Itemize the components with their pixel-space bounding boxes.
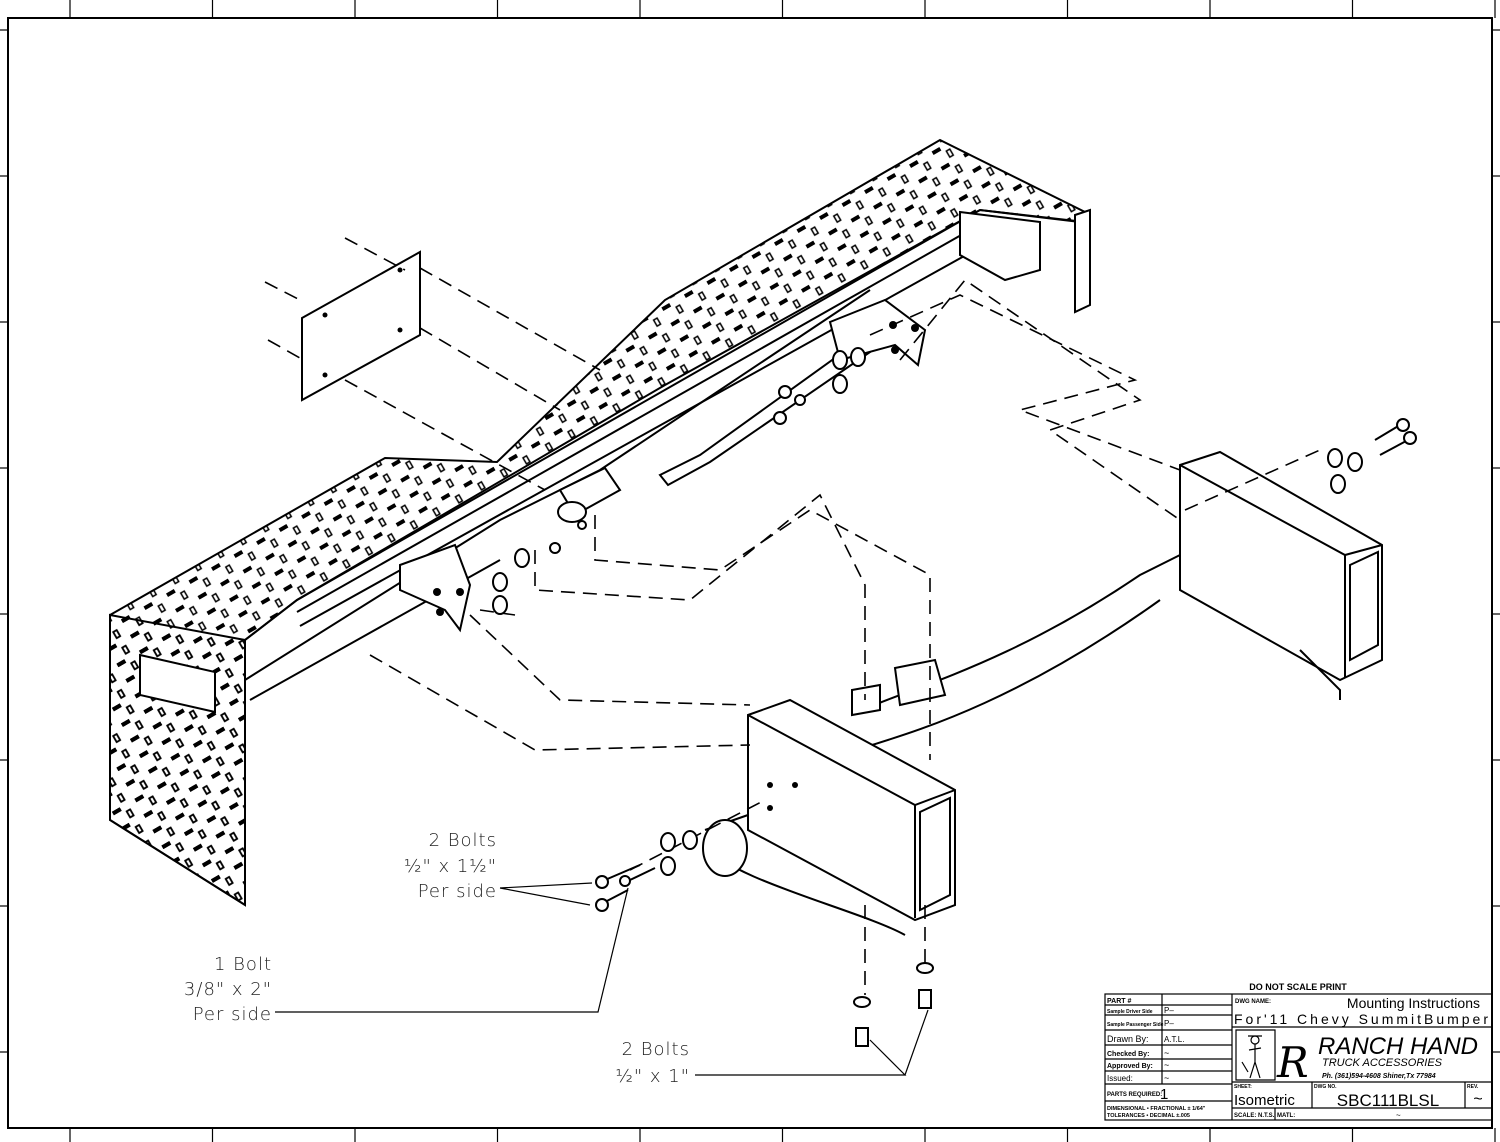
alignment-lines [369, 278, 1321, 995]
callout-line: ½" x 1" [615, 1066, 690, 1087]
issued-value: ~ [1164, 1073, 1169, 1083]
dwg-no-label: DWG NO. [1314, 1084, 1337, 1090]
sheet-value: Isometric [1234, 1092, 1295, 1109]
hardware-bumper [492, 347, 866, 615]
dwg-no-value: SBC111BLSL [1337, 1091, 1439, 1110]
callout-line: 2 Bolts [622, 1039, 690, 1060]
cowboy-logo-icon [1241, 1035, 1262, 1079]
matl-value: ~ [1396, 1111, 1401, 1120]
matl-label: MATL: [1277, 1113, 1295, 1119]
rev-value: ~ [1473, 1091, 1482, 1108]
title-block: DO NOT SCALE PRINT PART # Sample Driver … [1104, 982, 1493, 1121]
callout-bolts-half-by-1half: 2 Bolts ½" x 1½" Per side [404, 830, 497, 902]
callout-line: 2 Bolts [429, 830, 497, 851]
leader-lines [275, 882, 929, 1076]
rev-label: REV. [1467, 1084, 1479, 1090]
driver-side-value: P– [1164, 1006, 1174, 1015]
drawn-by-value: A.T.L. [1164, 1035, 1184, 1044]
license-plate [301, 250, 421, 402]
scale-label: SCALE: N.T.S. [1234, 1113, 1275, 1119]
drawn-by-label: Drawn By: [1107, 1034, 1149, 1044]
callout-bolts-half-by-1: 2 Bolts ½" x 1" [615, 1039, 690, 1087]
tolerances-line-2: TOLERANCES • DECIMAL ±.005 [1107, 1113, 1190, 1119]
checked-by-label: Checked By: [1107, 1051, 1149, 1058]
issued-label: Issued: [1107, 1074, 1133, 1083]
company-name: RANCH HAND [1318, 1033, 1478, 1060]
truck-frame [702, 450, 1383, 936]
callout-line: Per side [418, 881, 497, 902]
passenger-side-label: Sample Passenger Side [1107, 1022, 1164, 1028]
dwg-name-line-1: Mounting Instructions [1347, 995, 1480, 1011]
part-label: PART # [1107, 998, 1131, 1005]
plate-mounting-lines [264, 237, 601, 491]
checked-by-value: ~ [1164, 1048, 1169, 1058]
callout-line: Per side [193, 1004, 272, 1025]
sheet-label: SHEET: [1234, 1084, 1252, 1090]
callout-bolt-3-8-by-2: 1 Bolt 3/8" x 2" Per side [184, 954, 272, 1025]
passenger-side-value: P– [1164, 1019, 1174, 1028]
approved-by-label: Approved By: [1107, 1063, 1153, 1070]
approved-by-value: ~ [1164, 1060, 1169, 1070]
company-sub: TRUCK ACCESSORIES [1322, 1057, 1443, 1069]
callout-line: 1 Bolt [214, 954, 272, 975]
bolts-frame [595, 418, 1417, 1047]
parts-required-label: PARTS REQUIRED: [1107, 1092, 1162, 1098]
tolerances-line-1: DIMENSIONAL • FRACTIONAL ± 1/64" [1107, 1106, 1206, 1112]
company-contact: Ph. (361)594-4608 Shiner,Tx 77984 [1322, 1073, 1436, 1080]
callout-line: ½" x 1½" [404, 856, 497, 877]
do-not-scale-notice: DO NOT SCALE PRINT [1249, 982, 1347, 992]
parts-required-value: 1 [1160, 1086, 1168, 1103]
company-initial-logo: R [1276, 1038, 1309, 1087]
bumper-assembly [109, 138, 1091, 907]
dwg-name-label: DWG NAME: [1235, 999, 1271, 1005]
dwg-name-line-2: For'11 Chevy SummitBumper [1234, 1011, 1488, 1027]
driver-side-label: Sample Driver Side [1107, 1009, 1153, 1015]
callout-line: 3/8" x 2" [184, 979, 272, 1000]
